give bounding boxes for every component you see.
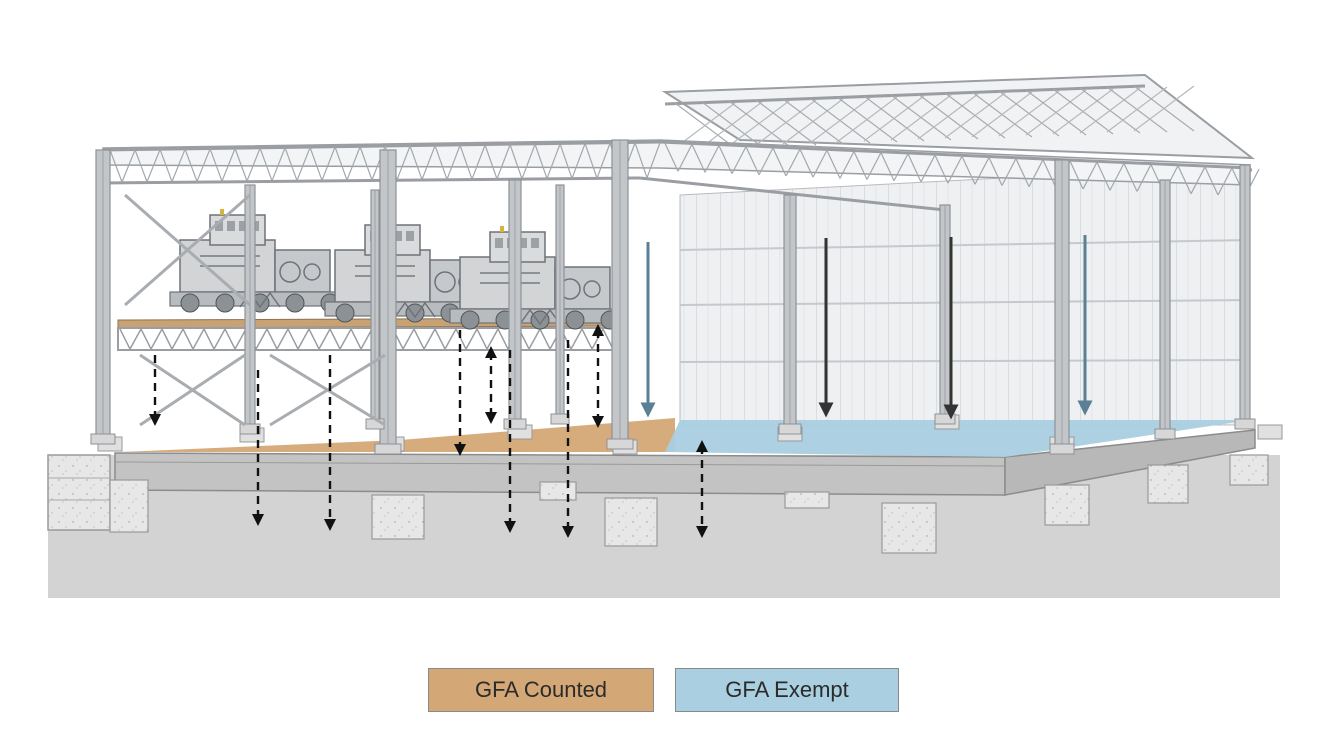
- machine-icon: [449, 226, 626, 330]
- legend-gfa-exempt: GFA Exempt: [675, 668, 899, 712]
- machine-icon: [169, 209, 346, 313]
- gfa-exempt-floor: [665, 420, 1250, 457]
- gfa-counted-floor: [120, 418, 675, 452]
- cross-bracing: [124, 193, 386, 427]
- legend-gfa-counted: GFA Counted: [428, 668, 654, 712]
- steel-columns: [90, 139, 1256, 455]
- left-foundation-wall: [47, 454, 149, 533]
- ground-slab: [114, 429, 1256, 496]
- exempt-wing-cladding: [679, 164, 1251, 426]
- legend-gfa-exempt-label: GFA Exempt: [725, 677, 849, 702]
- height-arrows: [149, 235, 1093, 538]
- legend-gfa-counted-label: GFA Counted: [474, 677, 608, 702]
- machines-on-platform: [169, 209, 626, 330]
